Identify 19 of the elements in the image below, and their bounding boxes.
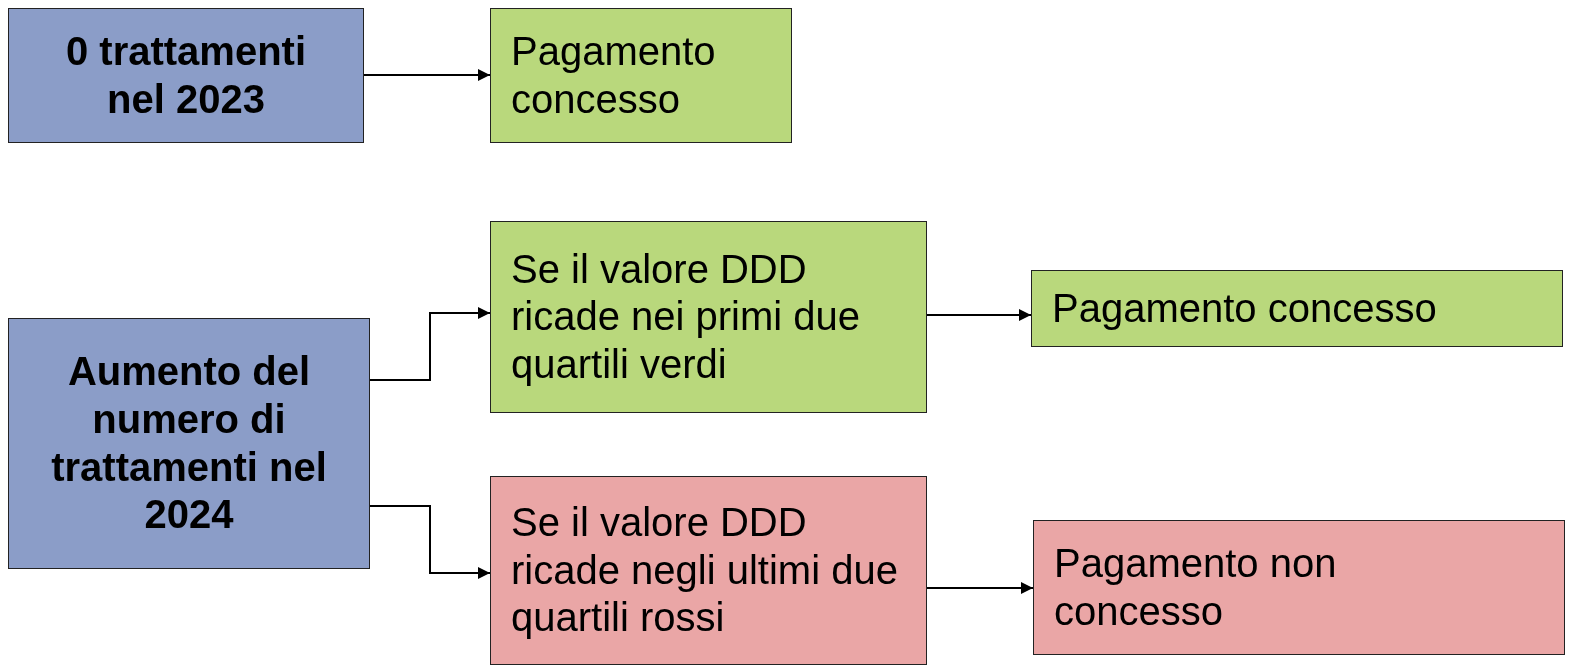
condition-box [8, 8, 364, 143]
outcome-box [490, 221, 927, 413]
box-text: Aumento del numero di trattamenti nel 2024 [50, 348, 328, 539]
condition-box [8, 318, 370, 569]
box-text: Se il valore DDD ricade negli ultimi due quartili rossi [510, 499, 899, 642]
box-text: Pagamento non concesso [1053, 539, 1338, 635]
arrow [926, 309, 1032, 321]
outcome-box [1031, 270, 1563, 347]
arrow [926, 582, 1034, 594]
box-text: Pagamento concesso [1051, 284, 1438, 332]
arrow [369, 505, 491, 579]
outcome-box [490, 8, 792, 143]
arrow [363, 69, 491, 81]
box-text: 0 trattamenti nel 2023 [64, 27, 308, 123]
box-text: Se il valore DDD ricade nei primi due quartili verdi [510, 245, 862, 388]
outcome-box [490, 476, 927, 665]
outcome-box [1033, 520, 1565, 655]
arrow [369, 307, 491, 381]
box-text: Pagamento concesso [510, 27, 717, 123]
